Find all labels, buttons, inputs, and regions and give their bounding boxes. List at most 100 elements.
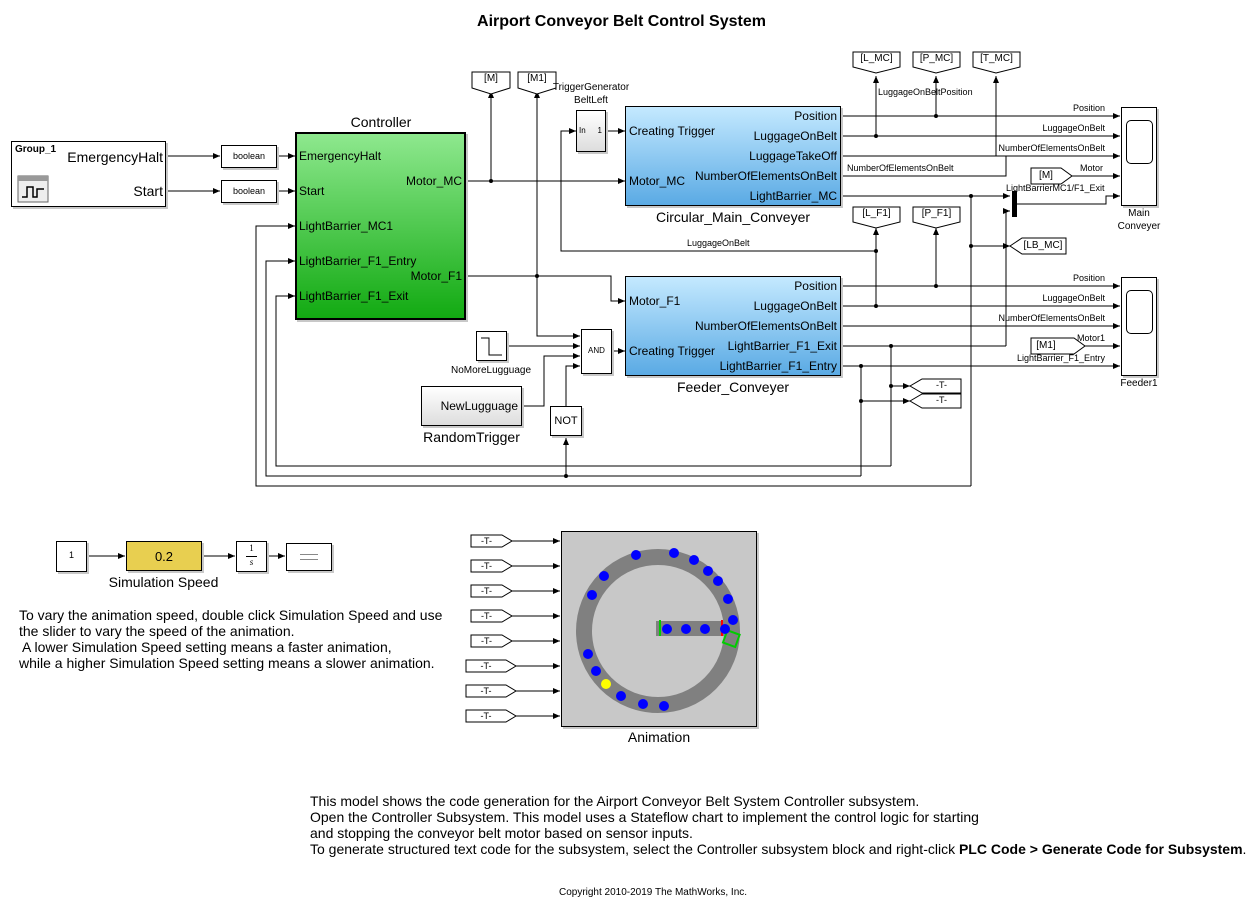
mc-out-luggage-on-belt: LuggageOnBelt xyxy=(753,129,837,143)
data-type-conversion-1[interactable]: boolean xyxy=(221,145,277,168)
goto-tag-m1 xyxy=(517,71,557,95)
and-block[interactable]: AND xyxy=(581,329,612,374)
f1-out-luggage-on-belt: LuggageOnBelt xyxy=(753,299,837,313)
description-line-4-suffix: . xyxy=(1242,841,1247,857)
instruction-line-3: A lower Simulation Speed setting means a… xyxy=(22,639,392,655)
description-line-4: To generate structured text code for the… xyxy=(310,841,1246,857)
signal-builder-icon xyxy=(17,175,49,203)
mc-out-lightbarrier-mc: LightBarrier_MC xyxy=(749,189,837,203)
plc-code-menu-path: PLC Code > Generate Code for Subsystem xyxy=(958,841,1243,857)
circular-main-conveyer-subsystem[interactable]: Creating Trigger Motor_MC Position Lugga… xyxy=(625,106,841,206)
controller-in-lb-f1-entry: LightBarrier_F1_Entry xyxy=(299,254,417,268)
random-trigger-port: NewLugguage xyxy=(440,399,518,413)
feeder1-scope[interactable] xyxy=(1121,277,1157,376)
data-type-conversion-2[interactable]: boolean xyxy=(221,180,277,203)
feeder-conveyer-title: Feeder_Conveyer xyxy=(676,379,790,395)
description-line-4-prefix: To generate structured text code for the… xyxy=(310,841,959,857)
signal-main-position: Position xyxy=(1072,103,1105,113)
signal-feeder-motor1: Motor1 xyxy=(1076,333,1105,343)
trigger-generator-block[interactable]: In 1 xyxy=(576,110,606,152)
not-block[interactable]: NOT xyxy=(550,406,582,436)
goto-tag-m xyxy=(471,71,511,95)
converter-label: boolean xyxy=(232,186,266,196)
controller-subsystem[interactable]: EmergencyHalt Start LightBarrier_MC1 Lig… xyxy=(295,132,466,320)
signal-feeder-lb-entry: LightBarrier_F1_Entry xyxy=(1016,353,1105,363)
simulation-speed-gain[interactable]: 0.2 xyxy=(126,541,202,571)
controller-title: Controller xyxy=(350,114,412,130)
signal-feeder-position: Position xyxy=(1072,273,1105,283)
integrator-fraction-bar xyxy=(246,556,257,557)
constant-value: 1 xyxy=(68,550,74,560)
controller-out-motor-f1: Motor_F1 xyxy=(410,269,462,283)
anim-from-8: -T- xyxy=(480,711,492,721)
converter-label: boolean xyxy=(232,151,266,161)
description-line-1: This model shows the code generation for… xyxy=(310,793,920,809)
random-trigger-title: RandomTrigger xyxy=(423,429,520,445)
main-conveyer-scope[interactable] xyxy=(1121,107,1157,206)
goto-m1-label: [M1] xyxy=(527,73,547,84)
trigger-generator-subtitle: BeltLeft xyxy=(574,95,608,106)
controller-in-emergencyhalt: EmergencyHalt xyxy=(299,149,382,163)
constant-block[interactable]: 1 xyxy=(56,541,87,572)
mc-in-motor-mc: Motor_MC xyxy=(629,174,686,188)
f1-out-lb-f1-entry: LightBarrier_F1_Entry xyxy=(719,359,837,373)
goto-lb-mc: [LB_MC] xyxy=(1023,240,1063,251)
controller-out-motor-mc: Motor_MC xyxy=(405,174,462,188)
step-block[interactable] xyxy=(476,331,507,361)
clock-output-text-icon xyxy=(300,554,318,560)
group-output-start: Start xyxy=(133,183,163,199)
scope-screen-icon xyxy=(1126,120,1153,164)
feeder-conveyer-subsystem[interactable]: Motor_F1 Creating Trigger Position Lugga… xyxy=(625,276,841,376)
circular-main-conveyer-title: Circular_Main_Conveyer xyxy=(655,209,811,225)
goto-m-label: [M] xyxy=(484,73,498,84)
group-name: Group_1 xyxy=(15,144,57,155)
takeoff-marker xyxy=(721,629,741,649)
main-scope-label-2: Conveyer xyxy=(1117,221,1161,232)
goto-t-2: -T- xyxy=(936,395,947,405)
simulation-speed-label: Simulation Speed xyxy=(108,574,219,590)
main-scope-label-1: Main xyxy=(1128,208,1150,219)
trigger-out-port: 1 xyxy=(597,126,602,135)
anim-from-4: -T- xyxy=(481,611,492,621)
trigger-generator-title: TriggerGenerator xyxy=(552,82,630,93)
and-label: AND xyxy=(588,346,605,355)
clock-output-block[interactable] xyxy=(286,543,332,571)
signal-main-luggage: LuggageOnBelt xyxy=(1042,123,1105,133)
f1-out-position: Position xyxy=(794,279,837,293)
signal-lb-mux: LightBarrierMC1/F1_Exit xyxy=(1006,183,1105,193)
f1-in-motor-f1: Motor_F1 xyxy=(629,294,681,308)
mc-in-creating-trigger: Creating Trigger xyxy=(629,124,716,138)
anim-from-3: -T- xyxy=(481,586,492,596)
copyright: Copyright 2010-2019 The MathWorks, Inc. xyxy=(558,887,748,898)
integrator-numerator: 1 xyxy=(249,543,254,553)
from-m: [M] xyxy=(1039,170,1053,181)
controller-in-start: Start xyxy=(299,184,325,198)
controller-in-lb-f1-exit: LightBarrier_F1_Exit xyxy=(299,289,409,303)
anim-from-2: -T- xyxy=(481,561,492,571)
group-signal-builder[interactable]: Group_1 EmergencyHalt Start xyxy=(11,141,166,207)
goto-p-mc: [P_MC] xyxy=(919,53,954,64)
scope-screen-icon xyxy=(1126,290,1153,334)
controller-in-lb-mc1: LightBarrier_MC1 xyxy=(299,219,394,233)
f1-out-lb-f1-exit: LightBarrier_F1_Exit xyxy=(727,339,837,353)
anim-from-6: -T- xyxy=(480,661,492,671)
goto-l-f1: [L_F1] xyxy=(862,208,891,219)
anim-from-1: -T- xyxy=(481,536,492,546)
description-line-2: Open the Controller Subsystem. This mode… xyxy=(310,809,979,825)
anim-from-7: -T- xyxy=(480,686,492,696)
random-trigger-block[interactable]: NewLugguage xyxy=(421,386,522,426)
feeder1-scope-label: Feeder1 xyxy=(1120,378,1158,389)
integrator-block[interactable]: 1 s xyxy=(236,541,267,572)
step-icon xyxy=(481,337,502,356)
mc-out-luggage-takeoff: LuggageTakeOff xyxy=(749,149,837,163)
from-m1: [M1] xyxy=(1036,340,1056,351)
goto-t-1: -T- xyxy=(936,380,947,390)
feeder-belt xyxy=(656,621,736,636)
goto-p-f1: [P_F1] xyxy=(921,208,952,219)
goto-t-mc: [T_MC] xyxy=(980,53,1013,64)
signal-feeder-number: NumberOfElementsOnBelt xyxy=(998,313,1105,323)
not-label: NOT xyxy=(554,415,578,427)
animation-block[interactable] xyxy=(561,531,757,727)
instruction-line-1: To vary the animation speed, double clic… xyxy=(19,607,443,623)
